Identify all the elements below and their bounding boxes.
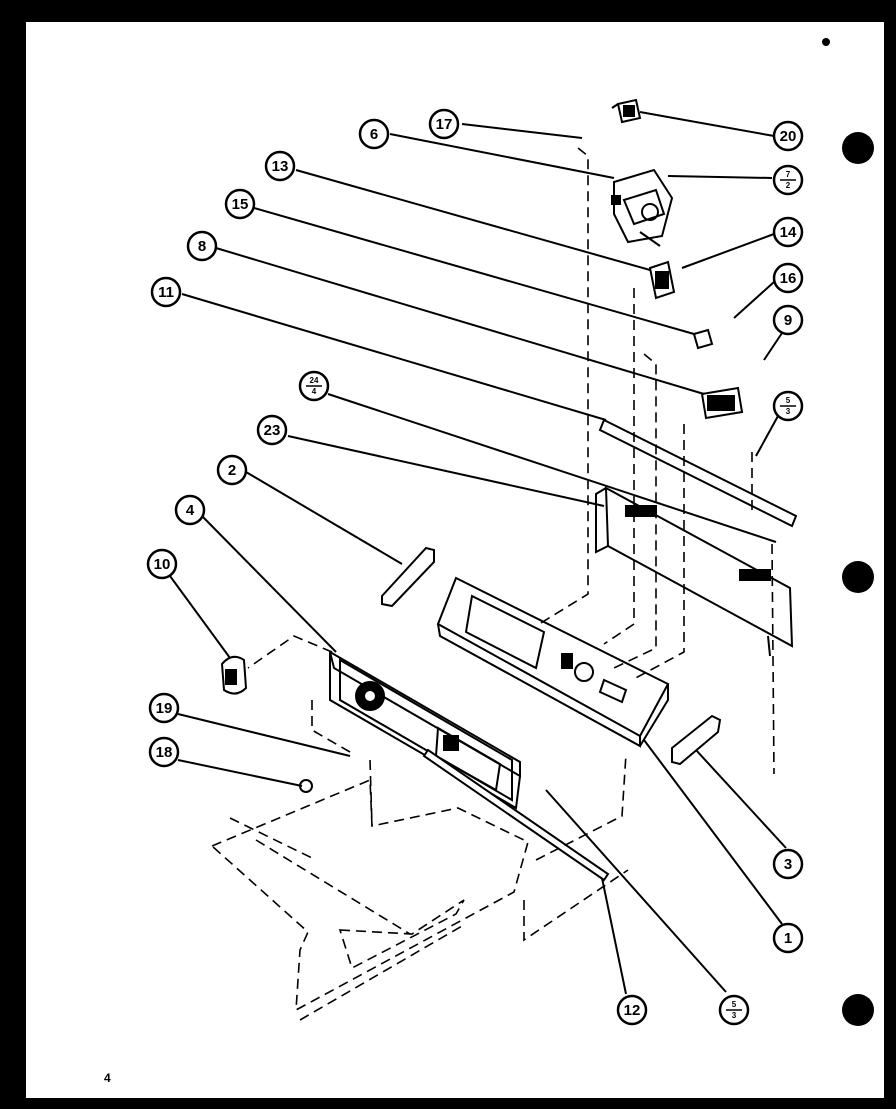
leader-lines (169, 111, 787, 995)
callout-10-label: 10 (154, 556, 171, 573)
callout-17-label: 17 (436, 116, 453, 133)
callout-6-label: 6 (370, 126, 378, 143)
part-15-knob (692, 328, 714, 350)
callout-1-label: 1 (784, 930, 792, 947)
frame-left (0, 0, 26, 1109)
callout-11-label: 11 (158, 284, 174, 301)
callout-5b-label: 5 (732, 1000, 737, 1009)
callout-13 (264, 150, 296, 182)
callout-20-label: 20 (780, 128, 797, 145)
callout-19 (148, 692, 180, 724)
dashed-assembly-lines (211, 147, 775, 1021)
callout-24-label: 24 (310, 376, 319, 385)
part-3-endcap (671, 714, 722, 766)
callout-3-label: 3 (784, 856, 792, 873)
callout-18 (148, 736, 180, 768)
callouts (146, 108, 804, 1026)
callout-5-3b-label: 3 (732, 1011, 737, 1020)
callout-4-label: 4 (186, 502, 195, 519)
part-4-faceplate (328, 649, 521, 810)
callout-labels: 17 6 13 15 8 11 24 4 23 2 4 10 19 18 20 … (154, 116, 797, 1020)
callout-11 (150, 276, 182, 308)
frame-top (0, 0, 896, 22)
callout-12-label: 12 (624, 1002, 641, 1019)
part-12-strip (422, 748, 610, 882)
callout-23-label: 23 (264, 422, 281, 439)
frame-bottom (0, 1098, 896, 1109)
part-1-console (436, 576, 670, 748)
callout-14-label: 14 (780, 224, 797, 241)
callout-6 (358, 118, 390, 150)
callout-5a-label: 5 (786, 396, 791, 405)
callout-4 (174, 494, 206, 526)
part-23-backplate (595, 486, 794, 657)
callout-9 (772, 304, 804, 336)
callout-1 (772, 922, 804, 954)
frame-right (884, 0, 896, 1109)
callout-18-label: 18 (156, 744, 173, 761)
part-8-block (700, 386, 744, 420)
callout-15 (224, 188, 256, 220)
fraction-dividers (306, 179, 796, 1011)
callout-24-4-label: 4 (312, 387, 317, 396)
callout-2 (216, 454, 248, 486)
callout-17 (428, 108, 460, 140)
part-2-endcap (381, 546, 435, 608)
part-6-switch (611, 168, 674, 247)
callout-19-label: 19 (156, 700, 173, 717)
callout-7-2-label: 2 (786, 181, 791, 190)
callout-16-label: 16 (780, 270, 797, 287)
callout-5-3a-label: 3 (786, 407, 791, 416)
callout-8-label: 8 (198, 238, 206, 255)
callout-23 (256, 414, 288, 446)
callout-16 (772, 262, 804, 294)
part-13-bracket (648, 260, 676, 300)
callout-12 (616, 994, 648, 1026)
scan-speck (822, 38, 830, 46)
callout-15-label: 15 (232, 196, 249, 213)
callout-13-label: 13 (272, 158, 289, 175)
page-number: 4 (104, 1071, 111, 1085)
callout-2-label: 2 (228, 462, 236, 479)
callout-3 (772, 848, 804, 880)
callout-8 (186, 230, 218, 262)
part-11-rail (598, 418, 798, 528)
punch-hole (842, 132, 874, 164)
callout-9-label: 9 (784, 312, 792, 329)
callout-20 (772, 120, 804, 152)
callout-10 (146, 548, 178, 580)
part-20-bracket (611, 98, 642, 124)
callout-7-label: 7 (786, 170, 791, 179)
punch-hole (842, 994, 874, 1026)
punch-hole (842, 561, 874, 593)
callout-14 (772, 216, 804, 248)
part-10-detail (225, 669, 237, 685)
